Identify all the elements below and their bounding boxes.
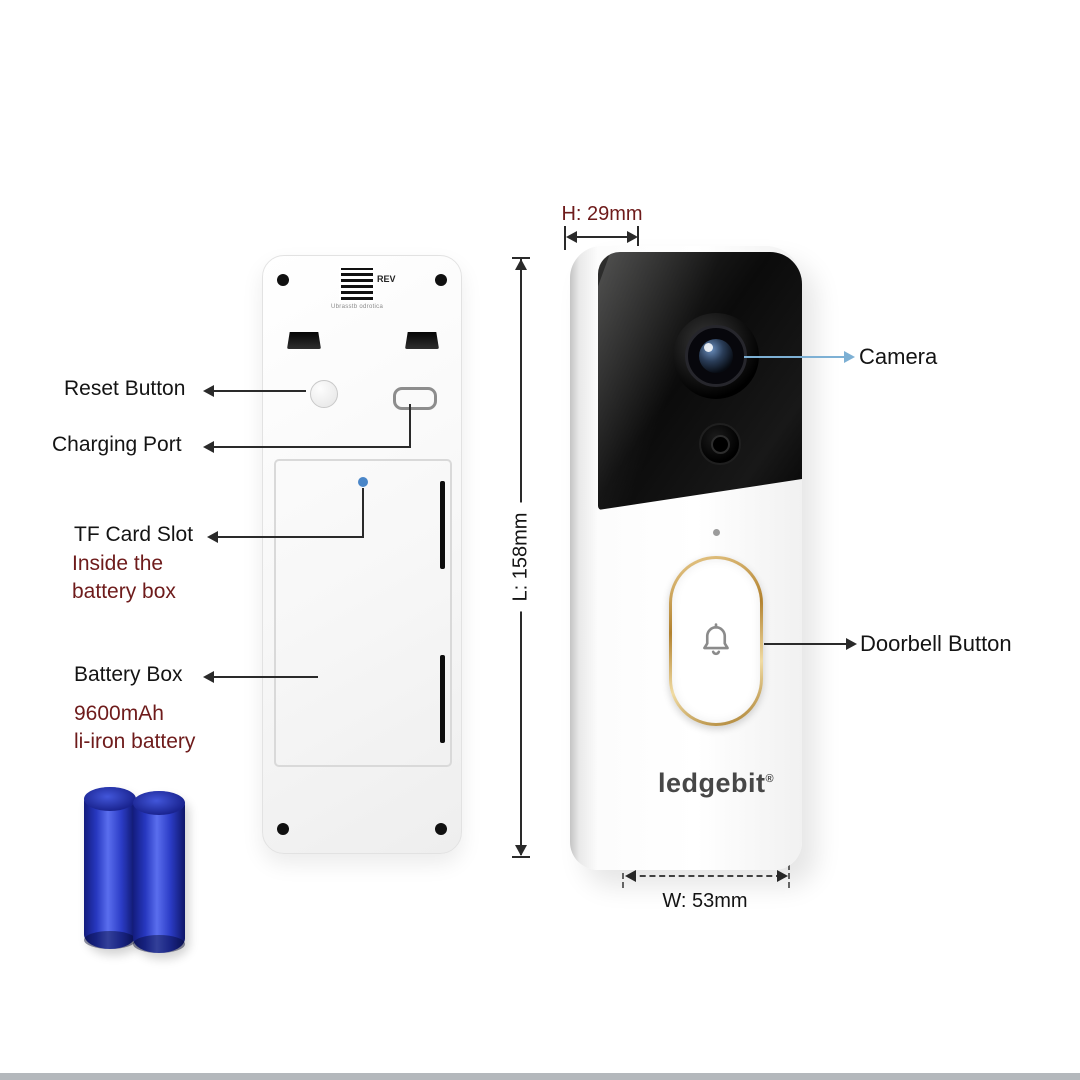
- bottom-edge-strip: [0, 1073, 1080, 1080]
- tf-card-note-line2: battery box: [72, 580, 176, 603]
- reset-button-label: Reset Button: [64, 377, 186, 400]
- leader-line: [217, 536, 364, 538]
- arrow-left-icon: [566, 231, 577, 243]
- doorbell-button[interactable]: [669, 556, 763, 726]
- arrow-up-icon: [515, 259, 527, 270]
- screw-icon: [435, 274, 447, 286]
- arrow-left-icon: [625, 870, 636, 882]
- dimension-line: [574, 236, 628, 238]
- dimension-line: [630, 875, 782, 877]
- arrow-right-icon: [844, 351, 855, 363]
- dimension-tick: [512, 257, 530, 259]
- reset-button[interactable]: [310, 380, 338, 408]
- battery-box[interactable]: [274, 459, 452, 767]
- doorbell-front-view: ledgebit®: [570, 246, 802, 870]
- qr-caption: Ubrasstb odrotica: [331, 304, 384, 310]
- side-slot-icon: [440, 481, 445, 569]
- camera-lens-glass: [699, 339, 733, 373]
- doorbell-button-face: [672, 559, 760, 723]
- battery-bottom-cap: [84, 931, 136, 949]
- width-dimension-label: W: 53mm: [662, 890, 748, 912]
- dimension-tick: [788, 864, 790, 888]
- brand-logo: ledgebit®: [616, 768, 816, 799]
- camera-lens-ring: [685, 325, 747, 387]
- arrow-left-icon: [203, 385, 214, 397]
- mounting-slot-icon: [287, 332, 321, 349]
- leader-line-camera: [744, 356, 844, 358]
- leader-line: [213, 446, 411, 448]
- brand-name: ledgebit: [657, 768, 766, 798]
- arrow-right-icon: [627, 231, 638, 243]
- camera-label: Camera: [859, 344, 938, 369]
- battery-bottom-cap: [133, 935, 185, 953]
- lens-glint-icon: [704, 343, 713, 352]
- leader-line: [409, 404, 411, 448]
- tf-card-note-line1: Inside the: [72, 552, 164, 575]
- battery-cell: [133, 791, 185, 953]
- battery-box-label: Battery Box: [74, 663, 183, 686]
- leader-line: [362, 488, 364, 538]
- tf-card-slot-label: TF Card Slot: [74, 523, 194, 546]
- arrow-left-icon: [203, 671, 214, 683]
- height-dimension-label: H: 29mm: [561, 203, 643, 225]
- screw-icon: [277, 823, 289, 835]
- dimension-tick: [512, 856, 530, 858]
- microphone-hole-icon: [713, 529, 720, 536]
- bell-icon: [703, 623, 729, 656]
- leader-line: [213, 676, 318, 678]
- leader-line: [213, 390, 306, 392]
- arrow-left-icon: [207, 531, 218, 543]
- qr-text: REV: [377, 274, 396, 284]
- tf-card-slot-marker: [358, 477, 368, 487]
- doorbell-button-label: Doorbell Button: [860, 631, 1012, 656]
- battery-note-line1: 9600mAh: [74, 702, 164, 725]
- qr-code-icon: [339, 266, 375, 302]
- registered-mark: ®: [765, 773, 775, 785]
- charging-port[interactable]: [393, 387, 437, 410]
- battery-top-cap: [84, 787, 136, 811]
- motion-sensor: [699, 423, 741, 465]
- arrow-left-icon: [203, 441, 214, 453]
- charging-port-label: Charging Port: [52, 433, 182, 456]
- arrow-right-icon: [777, 870, 788, 882]
- dimension-tick: [637, 226, 639, 250]
- arrow-right-icon: [846, 638, 857, 650]
- screw-icon: [277, 274, 289, 286]
- battery-note-line2: li-iron battery: [74, 730, 196, 753]
- battery-cell: [84, 787, 136, 949]
- battery-top-cap: [133, 791, 185, 815]
- leader-line-doorbell: [764, 643, 848, 645]
- doorbell-back-view: REV Ubrasstb odrotica: [262, 255, 462, 854]
- dimension-tick: [564, 226, 566, 250]
- length-dimension-label: L: 158mm: [505, 502, 537, 612]
- mounting-slot-icon: [405, 332, 439, 349]
- motion-sensor-inner: [710, 434, 730, 454]
- arrow-down-icon: [515, 845, 527, 856]
- dimension-tick: [622, 864, 624, 888]
- screw-icon: [435, 823, 447, 835]
- side-slot-icon: [440, 655, 445, 743]
